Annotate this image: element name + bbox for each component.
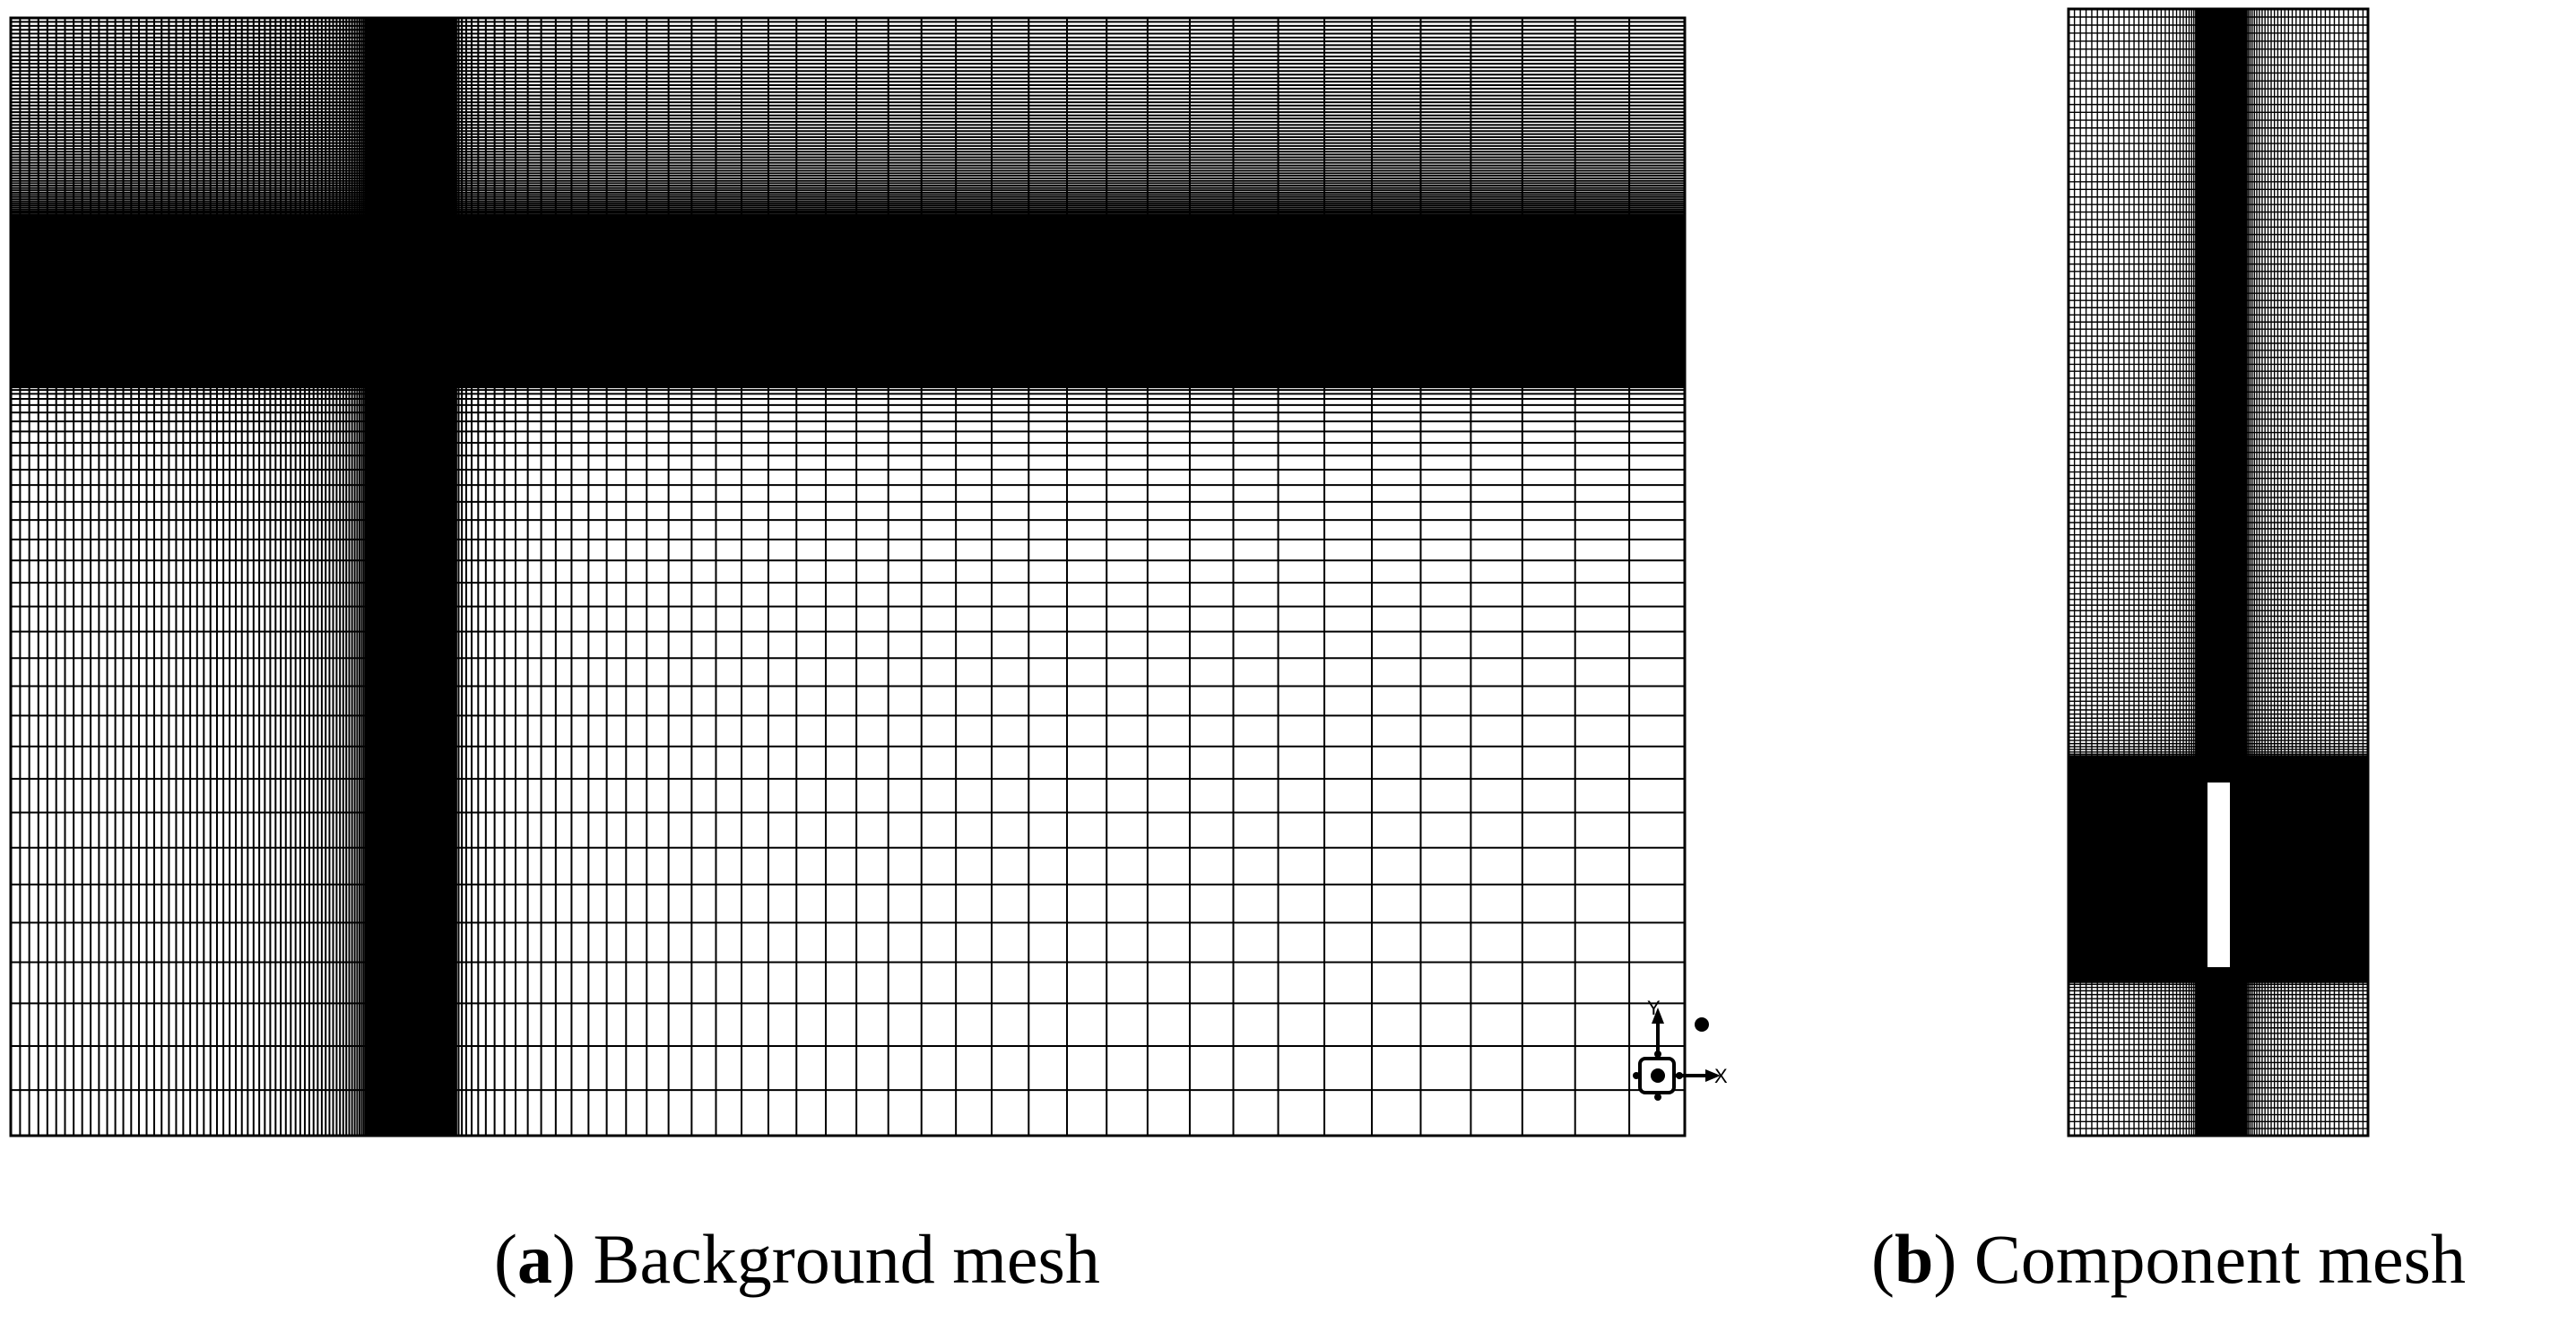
component-body-cutout: [2207, 783, 2230, 967]
caption-b-text: Component mesh: [1973, 1220, 2466, 1298]
coordinate-axes-icon: Y X: [1633, 997, 1728, 1101]
background-mesh-panel: Y X: [9, 16, 1728, 1137]
caption-a-letter: a: [516, 1220, 552, 1298]
caption-component-mesh: (b) Component mesh: [1871, 1220, 2466, 1298]
axis-origin-dot-icon: [1695, 1017, 1709, 1032]
component-mesh-panel: [2067, 7, 2370, 1137]
background-mesh-grid: [10, 17, 1686, 1137]
component-mesh-border: [2067, 7, 2370, 1137]
axis-x-label: X: [1714, 1065, 1728, 1087]
background-mesh-horizontal-refinement-band: [11, 242, 1685, 385]
axis-y-label: Y: [1647, 997, 1661, 1019]
background-mesh-border: [9, 16, 1687, 1137]
background-mesh-vertical-refinement-band: [375, 18, 455, 1136]
caption-b-letter: b: [1894, 1220, 1934, 1298]
caption-a-text: Background mesh: [593, 1220, 1100, 1298]
mesh-lines: [10, 17, 1686, 1137]
caption-background-mesh: (a) Background mesh: [494, 1220, 1100, 1298]
